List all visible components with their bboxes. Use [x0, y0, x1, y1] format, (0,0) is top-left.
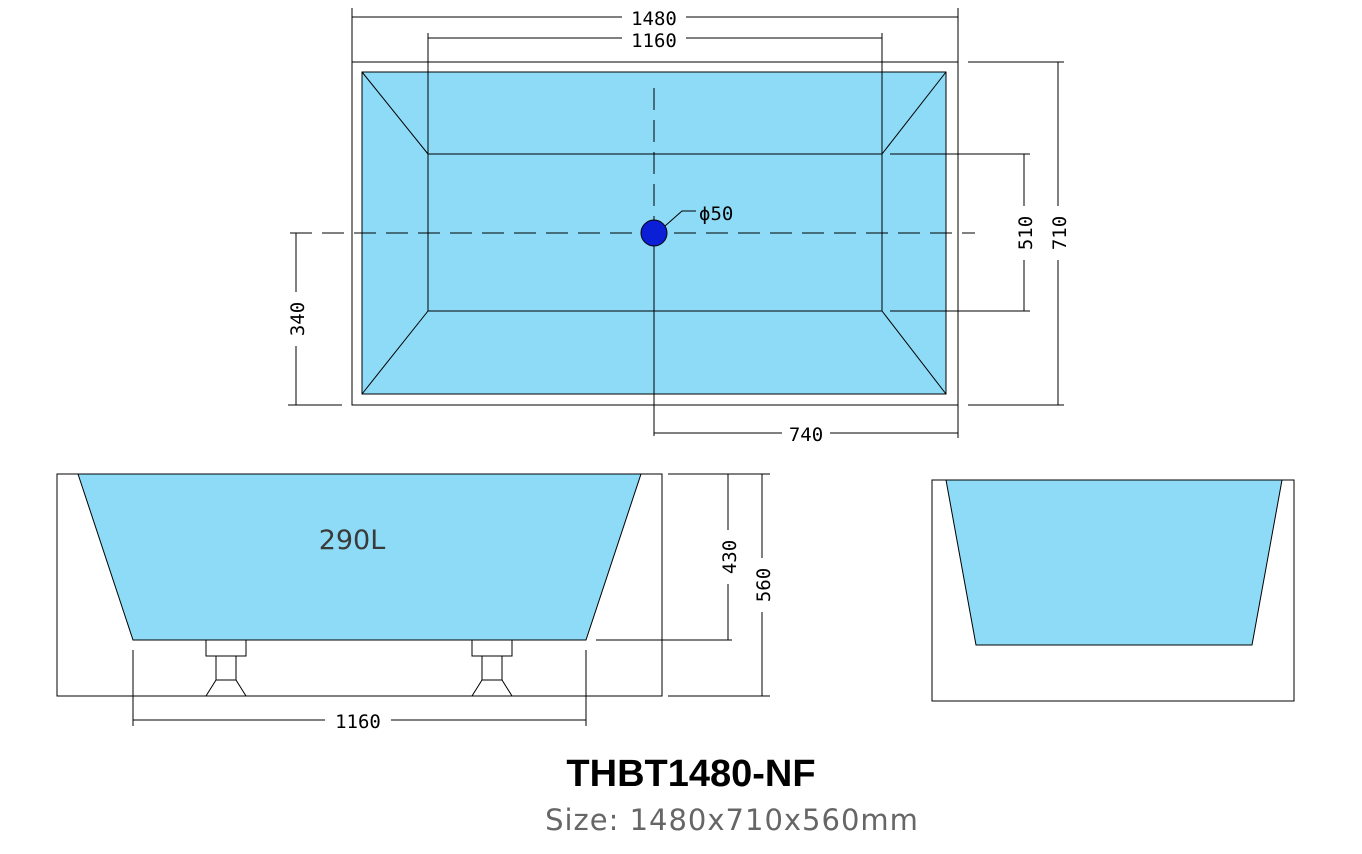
drain-diameter-label: ϕ50: [699, 203, 733, 225]
drain-offset-x-label: 740: [789, 424, 823, 446]
water-depth-label: 430: [719, 540, 741, 574]
side-view: 290L 1160 430 560: [56, 473, 775, 733]
inner-width-label: 510: [1015, 216, 1037, 250]
left-foot: [205, 639, 247, 697]
model-number: THBT1480-NF: [566, 753, 815, 795]
side-view-basin: [77, 473, 642, 641]
drain-offset-y-label: 340: [287, 302, 309, 336]
total-height-label: 560: [753, 568, 775, 602]
drain-leader: [664, 210, 696, 227]
volume-label: 290L: [319, 525, 386, 556]
overall-length-label: 1480: [631, 8, 677, 30]
overall-width-label: 710: [1049, 216, 1071, 250]
size-label: Size: 1480x710x560mm: [545, 803, 919, 837]
right-foot: [471, 639, 513, 697]
drain-hole: [640, 219, 668, 247]
end-view: [931, 479, 1295, 702]
top-view-outer-rim: [351, 61, 959, 406]
bottom-length-label: 1160: [335, 711, 381, 733]
inner-length-label: 1160: [631, 30, 677, 52]
end-view-basin: [945, 479, 1283, 646]
top-view: ϕ50 1480 1160 740 340 510 710: [287, 8, 1071, 446]
